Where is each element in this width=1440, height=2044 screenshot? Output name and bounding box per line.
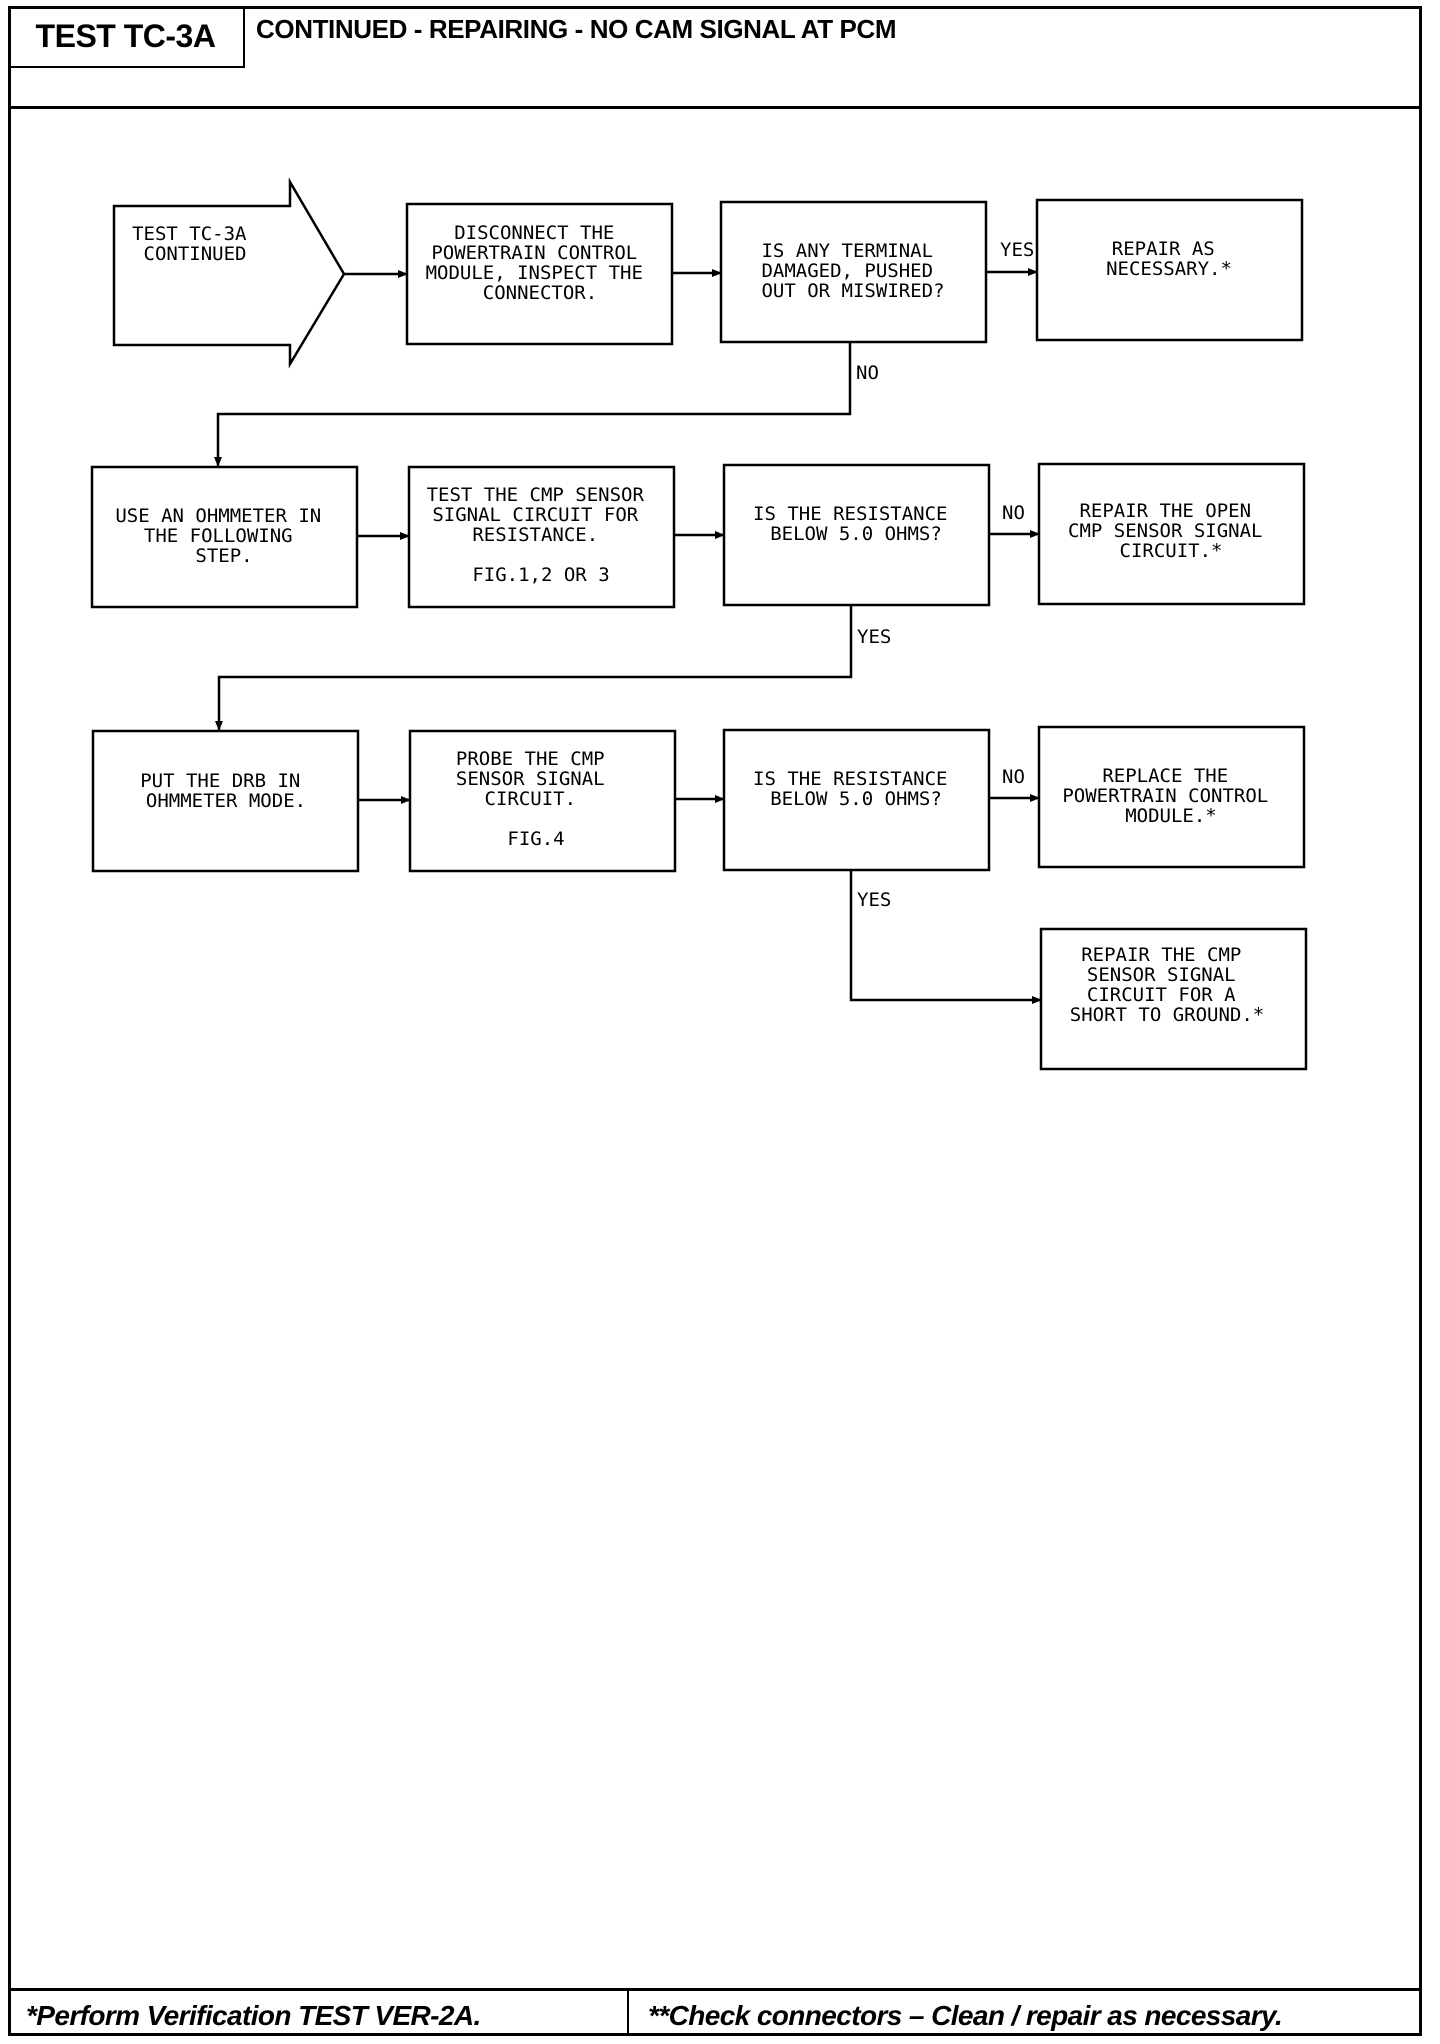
no-label-2: NO xyxy=(1002,502,1025,524)
repair-open-circuit-text: REPAIR THE OPEN CMP SENSOR SIGNAL CIRCUI… xyxy=(1068,500,1274,562)
resistance-question-text-1: IS THE RESISTANCE BELOW 5.0 OHMS? xyxy=(753,503,959,545)
resistance-question-box-1 xyxy=(722,463,991,607)
resistance-question-text-2: IS THE RESISTANCE BELOW 5.0 OHMS? xyxy=(753,768,959,810)
drb-ohmmeter-text: PUT THE DRB IN OHMMETER MODE. xyxy=(140,770,312,812)
use-ohmmeter-text: USE AN OHMMETER IN THE FOLLOWING STEP. xyxy=(115,505,332,567)
yes-label-1: YES xyxy=(1000,239,1034,261)
footer-column-divider xyxy=(627,1988,629,2036)
arrow-yes-to-short-repair xyxy=(849,870,1042,1004)
arrow-no-to-ohmmeter xyxy=(214,342,852,467)
start-arrow-shape xyxy=(112,177,346,369)
no-label-1: NO xyxy=(856,362,879,384)
footer-note-right: **Check connectors – Clean / repair as n… xyxy=(648,2000,1283,2031)
no-label-3: NO xyxy=(1002,766,1025,788)
repair-as-necessary-box xyxy=(1035,198,1304,342)
test-cmp-circuit-box xyxy=(407,465,676,609)
header-divider xyxy=(8,106,1422,109)
page-frame xyxy=(8,6,1422,2036)
replace-pcm-text: REPLACE THE POWERTRAIN CONTROL MODULE.* xyxy=(1062,765,1279,827)
footer-divider xyxy=(8,1988,1422,1991)
terminal-damaged-question-text: IS ANY TERMINAL DAMAGED, PUSHED OUT OR M… xyxy=(761,240,944,302)
arrow-yes-to-drb xyxy=(215,605,853,731)
page-title: CONTINUED - REPAIRING - NO CAM SIGNAL AT… xyxy=(256,14,897,44)
use-ohmmeter-box xyxy=(90,465,359,609)
test-cmp-circuit-text: TEST THE CMP SENSOR SIGNAL CIRCUIT FOR R… xyxy=(427,484,656,586)
repair-short-to-ground-box xyxy=(1039,927,1308,1071)
replace-pcm-box xyxy=(1037,725,1306,869)
footer-note-left: *Perform Verification TEST VER-2A. xyxy=(26,2000,481,2031)
disconnect-pcm-box xyxy=(405,202,674,346)
repair-short-to-ground-text: REPAIR THE CMP SENSOR SIGNAL CIRCUIT FOR… xyxy=(1070,944,1264,1026)
disconnect-pcm-text: DISCONNECT THE POWERTRAIN CONTROL MODULE… xyxy=(426,222,655,304)
resistance-question-box-2 xyxy=(722,728,991,872)
repair-as-necessary-text: REPAIR AS NECESSARY.* xyxy=(1106,238,1232,280)
yes-label-3: YES xyxy=(857,889,891,911)
start-label: TEST TC-3A CONTINUED xyxy=(132,223,258,265)
probe-cmp-circuit-text: PROBE THE CMP SENSOR SIGNAL CIRCUIT. FIG… xyxy=(456,748,616,850)
test-id-label: TEST TC-3A xyxy=(8,6,245,68)
repair-open-circuit-box xyxy=(1037,462,1306,606)
probe-cmp-circuit-box xyxy=(408,729,677,873)
drb-ohmmeter-box xyxy=(91,729,360,873)
yes-label-2: YES xyxy=(857,626,891,648)
